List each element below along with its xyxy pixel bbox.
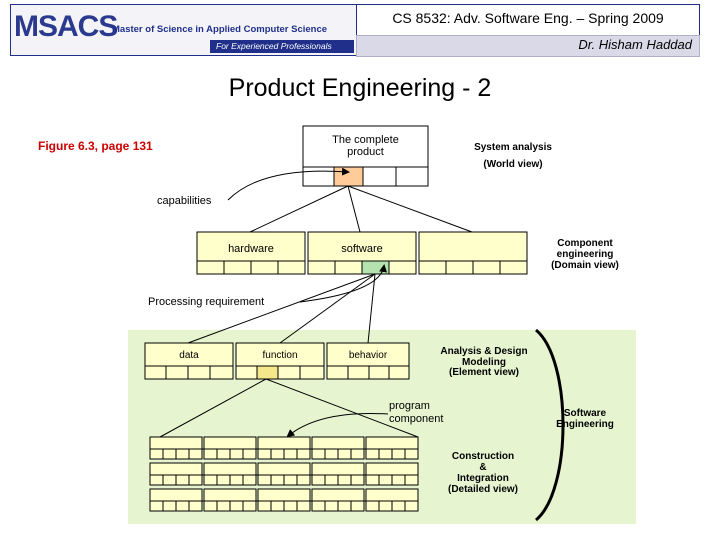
data-box bbox=[144, 342, 234, 380]
complete-product-label: The complete product bbox=[332, 134, 399, 158]
complete-product-cell-highlight bbox=[333, 166, 364, 187]
connector-lines bbox=[159, 185, 473, 438]
function-label: function bbox=[262, 350, 298, 361]
hardware-label: hardware bbox=[228, 243, 274, 255]
processing-requirement-arrow bbox=[299, 264, 388, 303]
data-label: data bbox=[179, 350, 199, 361]
capabilities-label: capabilities bbox=[157, 195, 212, 207]
function-box bbox=[235, 342, 325, 380]
figure-reference: Figure 6.3, page 131 bbox=[38, 139, 153, 153]
software-label: software bbox=[341, 243, 383, 255]
logo-tagline: Master of Science in Applied Computer Sc… bbox=[112, 24, 328, 35]
component-engineering-label: Component engineering (Domain view) bbox=[551, 238, 619, 271]
program-component-arrow bbox=[286, 413, 389, 438]
course-title: CS 8532: Adv. Software Eng. – Spring 200… bbox=[392, 10, 664, 26]
slide-title: Product Engineering - 2 bbox=[228, 74, 492, 102]
program-component-label: program component bbox=[389, 400, 444, 425]
processing-requirement-label: Processing requirement bbox=[148, 296, 265, 308]
software-engineering-bracket bbox=[535, 328, 565, 522]
construction-label: Construction & Integration (Detailed vie… bbox=[447, 451, 519, 495]
logo-subtitle-bar bbox=[210, 40, 354, 53]
behavior-box bbox=[326, 342, 410, 380]
analysis-design-label: Analysis & Design Modeling (Element view… bbox=[440, 346, 528, 378]
component-grid bbox=[149, 436, 419, 512]
logo-subtitle: For Experienced Professionals bbox=[216, 41, 332, 51]
instructor-name: Dr. Hisham Haddad bbox=[578, 37, 692, 52]
header-logo-frame bbox=[10, 4, 358, 56]
behavior-label: behavior bbox=[348, 350, 388, 361]
software-engineering-label: Software Engineering bbox=[556, 408, 614, 430]
function-cell-highlight bbox=[256, 365, 279, 380]
msacs-logo: MSACS bbox=[14, 10, 118, 43]
system-analysis-label: System analysis (World view) bbox=[474, 142, 552, 170]
complete-product-box bbox=[302, 125, 429, 187]
capabilities-arrow bbox=[227, 167, 350, 201]
software-cell-highlight bbox=[361, 260, 390, 275]
instructor-bar bbox=[356, 35, 700, 57]
